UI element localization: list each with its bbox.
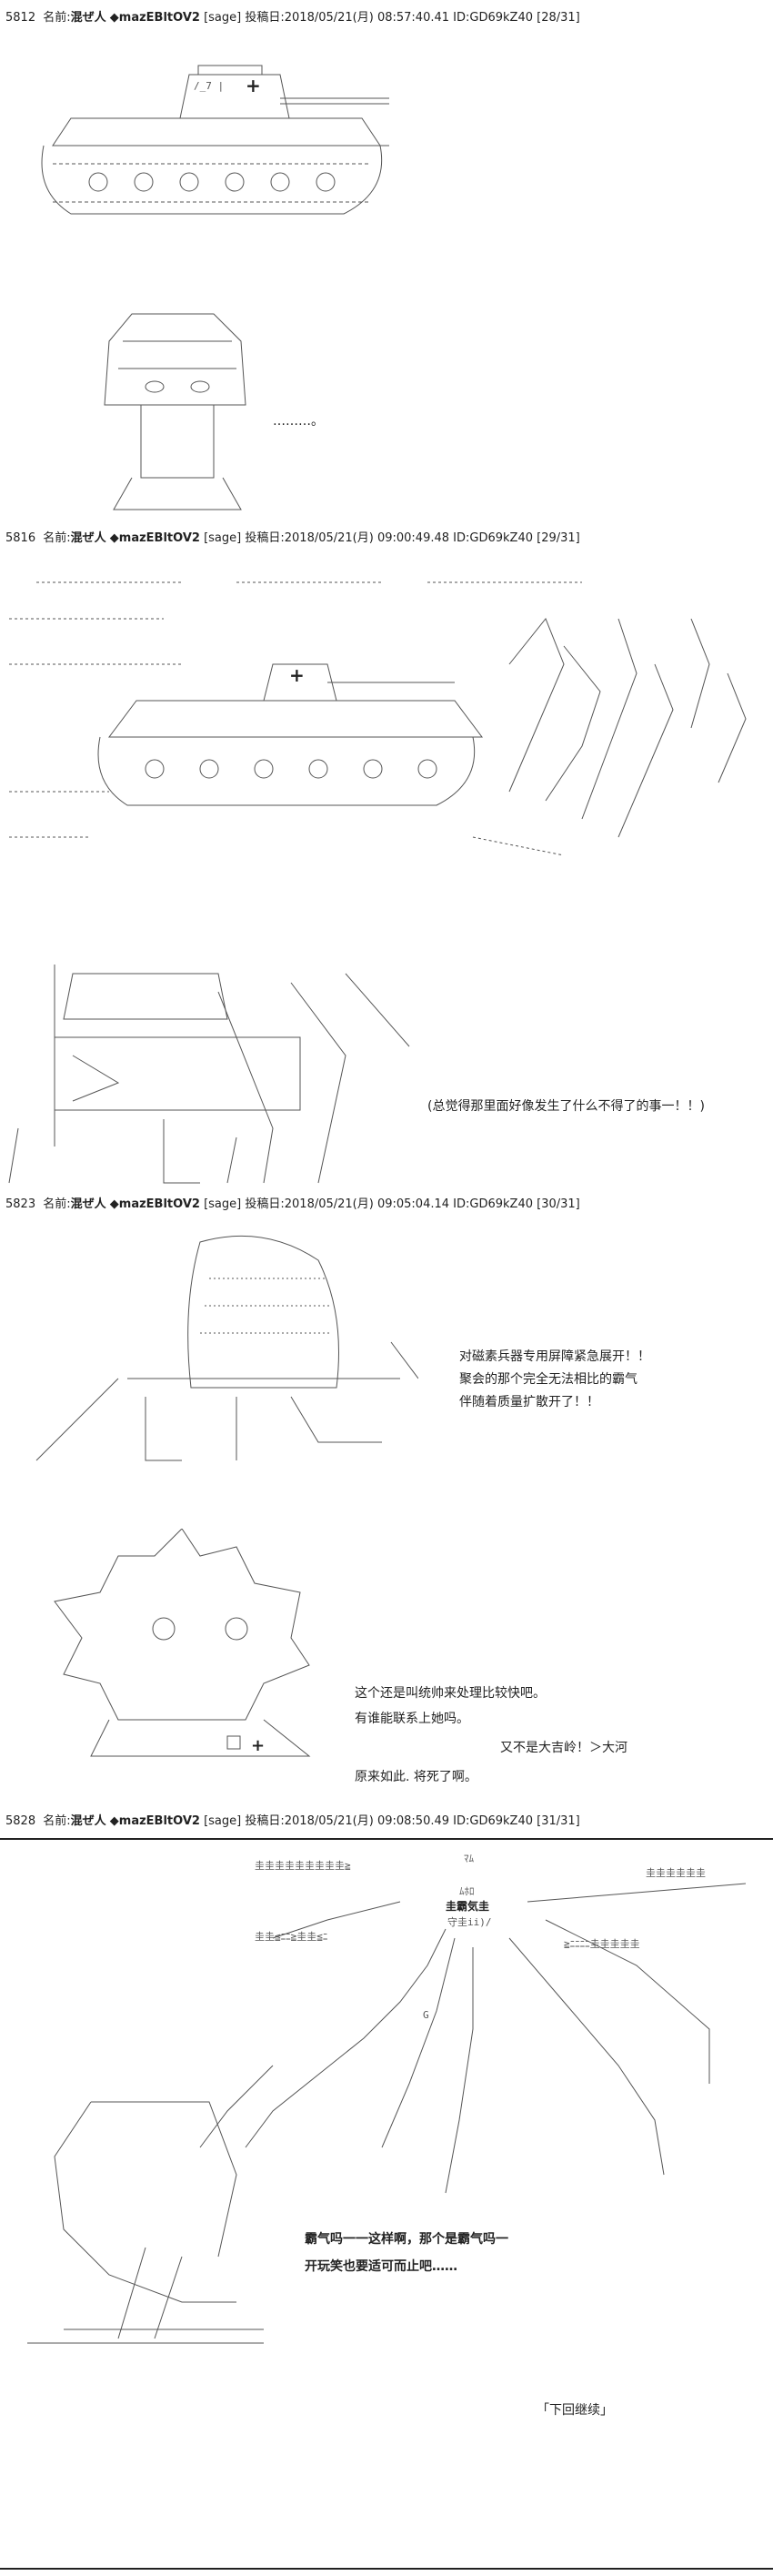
dialogue-line: ………。 xyxy=(273,414,324,429)
g-mark: G xyxy=(423,2009,429,2021)
sign-top: ﾏﾑ xyxy=(464,1853,474,1864)
tank-cross-mark: + xyxy=(289,664,305,686)
divider xyxy=(0,1838,773,1840)
post-number[interactable]: 5823 xyxy=(5,1197,36,1211)
post-number[interactable]: 5816 xyxy=(5,531,36,545)
spiky-hair-character-ascii-art: + xyxy=(27,1529,336,1765)
haki-burst-ascii-art: 圭圭圭圭圭圭圭圭圭≧ 圭圭圭圭圭圭 圭圭≦ﾆﾆ≧圭圭≦ﾆ ≧ﾆﾆﾆﾆ圭圭圭圭圭 … xyxy=(0,1847,773,2357)
post-number[interactable]: 5812 xyxy=(5,11,36,25)
tank-explosion-ascii-art: + xyxy=(0,564,773,901)
posted-label: 投稿日: xyxy=(245,11,285,25)
post-id[interactable]: ID:GD69kZ40 xyxy=(453,531,533,545)
sage-tag: [sage] xyxy=(204,531,242,545)
posted-label: 投稿日: xyxy=(245,531,285,545)
author-name: 混ぜ人 xyxy=(70,11,106,25)
dialogue-line: 原来如此. 将死了啊。 xyxy=(355,1770,477,1784)
dialogue-line: 霸气吗一一这样啊，那个是霸气吗一 xyxy=(305,2232,508,2247)
to-be-continued: 「下回继续」 xyxy=(537,2403,613,2418)
art-kanji-row: 圭圭圭圭圭圭 xyxy=(646,1867,706,1879)
dialogue-line: 又不是大吉岭！＞大河 xyxy=(500,1741,627,1755)
post-id[interactable]: ID:GD69kZ40 xyxy=(453,11,533,25)
post-datetime: 2018/05/21(月) 08:57:40.41 xyxy=(284,11,450,25)
dialogue-line: 伴随着质量扩散开了！！ xyxy=(459,1395,599,1409)
post-header: 5828 名前:混ぜ人 ◆mazEBltOV2 [sage] 投稿日:2018/… xyxy=(5,1811,580,1828)
author-trip: ◆mazEBltOV2 xyxy=(109,1814,200,1828)
hooded-character-ascii-art xyxy=(18,1224,418,1470)
post-datetime: 2018/05/21(月) 09:00:49.48 xyxy=(284,531,450,545)
art-kanji-row: ≧ﾆﾆﾆﾆ圭圭圭圭圭 xyxy=(564,1938,640,1950)
small-cross-mark: + xyxy=(251,1736,266,1755)
post-header: 5812 名前:混ぜ人 ◆mazEBltOV2 [sage] 投稿日:2018/… xyxy=(5,7,580,25)
divider xyxy=(0,2568,773,2570)
dialogue-line: 对磁素兵器专用屏障紧急展开！！ xyxy=(459,1349,650,1364)
post-page-counter: [28/31] xyxy=(537,11,580,25)
post-header: 5823 名前:混ぜ人 ◆mazEBltOV2 [sage] 投稿日:2018/… xyxy=(5,1194,580,1211)
post-id[interactable]: ID:GD69kZ40 xyxy=(453,1197,533,1211)
name-label: 名前: xyxy=(43,1197,71,1211)
sign-line: 守圭ii)/ xyxy=(447,1916,492,1928)
tank-tag-text: /_7 | xyxy=(194,80,225,92)
haki-sign: 圭霸気圭 xyxy=(446,1900,490,1913)
post-number[interactable]: 5828 xyxy=(5,1814,36,1828)
author-trip: ◆mazEBltOV2 xyxy=(109,1197,200,1211)
dialogue-line: (总觉得那里面好像发生了什么不得了的事一！！) xyxy=(427,1099,705,1114)
art-kanji-row: 圭圭圭圭圭圭圭圭圭≧ xyxy=(255,1860,351,1872)
dialogue-line: 这个还是叫统帅来处理比较快吧。 xyxy=(355,1686,546,1701)
dialogue-line: 聚会的那个完全无法相比的霸气 xyxy=(459,1372,637,1387)
sage-tag: [sage] xyxy=(204,1197,242,1211)
dialogue-line: 开玩笑也要适可而止吧…… xyxy=(305,2259,457,2274)
sign-line: ﾑﾎﾛ xyxy=(459,1885,475,1897)
post-page-counter: [29/31] xyxy=(537,531,580,545)
posted-label: 投稿日: xyxy=(245,1814,285,1828)
dialogue-line: 有谁能联系上她吗。 xyxy=(355,1712,469,1726)
art-kanji-row: 圭圭≦ﾆﾆ≧圭圭≦ﾆ xyxy=(255,1931,328,1943)
post-page-counter: [31/31] xyxy=(537,1814,580,1828)
post-datetime: 2018/05/21(月) 09:05:04.14 xyxy=(284,1197,450,1211)
name-label: 名前: xyxy=(43,11,71,25)
sage-tag: [sage] xyxy=(204,1814,242,1828)
post-id[interactable]: ID:GD69kZ40 xyxy=(453,1814,533,1828)
author-trip: ◆mazEBltOV2 xyxy=(109,531,200,545)
name-label: 名前: xyxy=(43,1814,71,1828)
character-ascii-art xyxy=(86,305,268,514)
tank-ascii-art: /_7 | + xyxy=(16,55,398,237)
posted-label: 投稿日: xyxy=(245,1197,285,1211)
sage-tag: [sage] xyxy=(204,11,242,25)
author-trip: ◆mazEBltOV2 xyxy=(109,11,200,25)
post-header: 5816 名前:混ぜ人 ◆mazEBltOV2 [sage] 投稿日:2018/… xyxy=(5,528,580,545)
author-name: 混ぜ人 xyxy=(70,531,106,545)
post-page-counter: [30/31] xyxy=(537,1197,580,1211)
tank-cross-mark: + xyxy=(246,75,261,96)
name-label: 名前: xyxy=(43,531,71,545)
shocked-character-ascii-art xyxy=(0,965,437,1192)
post-datetime: 2018/05/21(月) 09:08:50.49 xyxy=(284,1814,450,1828)
author-name: 混ぜ人 xyxy=(70,1197,106,1211)
author-name: 混ぜ人 xyxy=(70,1814,106,1828)
